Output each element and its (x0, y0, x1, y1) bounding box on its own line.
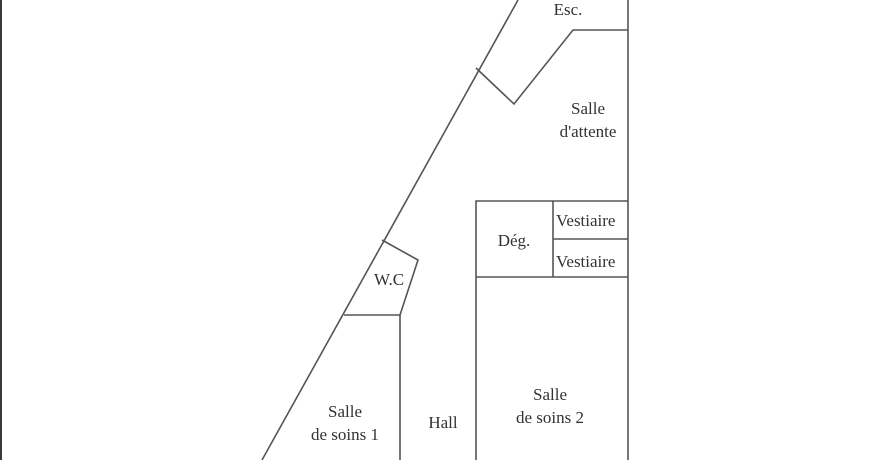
room-label-vestiaire-2: Vestiaire (556, 252, 616, 271)
room-label-salle-attente: Salle d'attente (545, 97, 631, 143)
room-label-salle-soins-2: Salle de soins 2 (490, 383, 610, 429)
room-label-salle-soins-1: Salle de soins 1 (290, 400, 400, 446)
room-label-escalier: Esc. (553, 0, 583, 19)
room-label-line: de soins 2 (516, 408, 584, 427)
room-label-vestiaire-1: Vestiaire (556, 211, 616, 230)
room-label-wc: W.C (373, 270, 405, 289)
wc-wall (381, 239, 419, 316)
room-label-line: Salle (533, 385, 567, 404)
diagonal-exterior-wall (261, 0, 519, 460)
room-label-line: d'attente (559, 122, 617, 141)
degagement-wall (475, 200, 628, 460)
image-border (0, 0, 2, 460)
room-label-line: Salle (328, 402, 362, 421)
room-label-line: de soins 1 (311, 425, 379, 444)
stair-enclosure-wall (475, 29, 628, 106)
room-label-line: Salle (571, 99, 605, 118)
room-label-degagement: Dég. (497, 231, 531, 250)
room-label-hall: Hall (428, 413, 458, 432)
